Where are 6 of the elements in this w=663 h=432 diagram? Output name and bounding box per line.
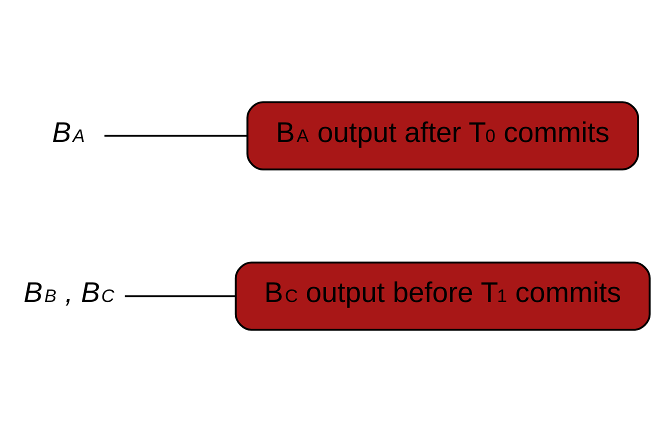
- node-text: BB , BC: [24, 277, 114, 310]
- connector: [124, 295, 236, 298]
- connector: [104, 134, 248, 137]
- node-box: BA output after T0 commits: [246, 101, 640, 170]
- node-box: BC output before T1 commits: [234, 262, 651, 331]
- node-text: BA: [52, 116, 85, 149]
